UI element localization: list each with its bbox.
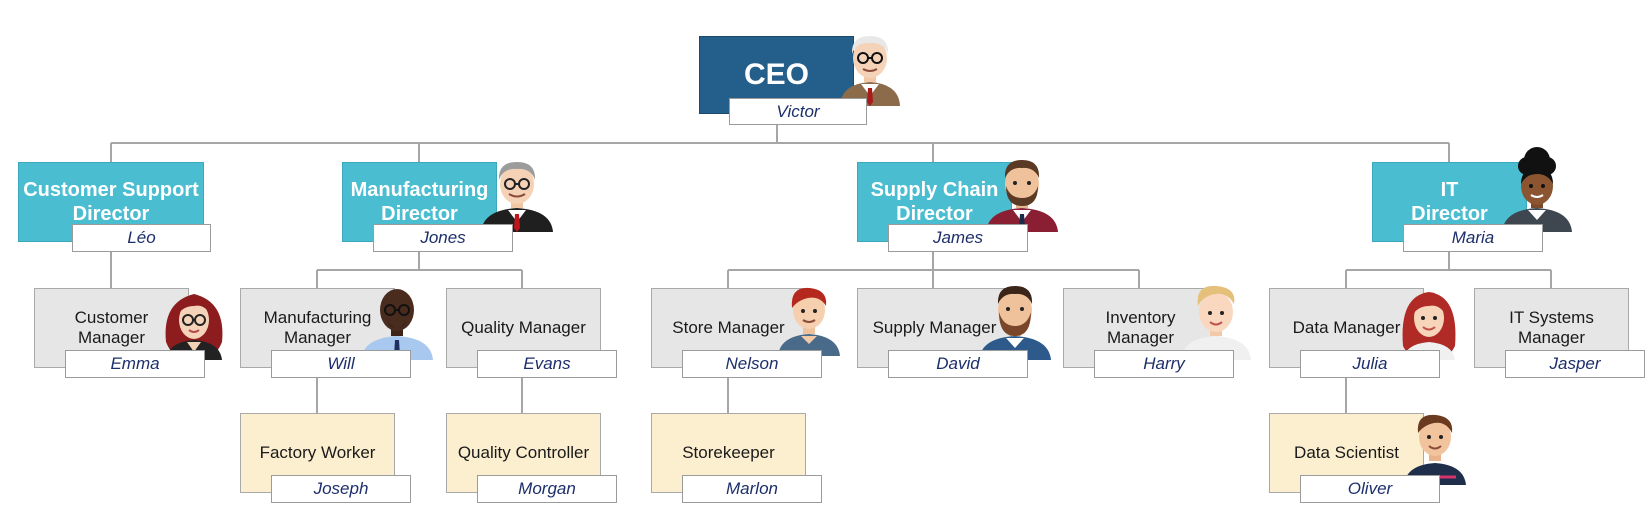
role-title: Customer Support Director — [23, 179, 199, 225]
name-box: Will — [271, 350, 411, 378]
role-title: Supply Manager — [872, 317, 997, 337]
avatar-manufacturing-manager — [361, 289, 433, 360]
name-box: Morgan — [477, 475, 617, 503]
avatar-supply-manager — [979, 286, 1051, 360]
role-title: Quality Controller — [457, 442, 590, 462]
name-box: Oliver — [1300, 475, 1440, 503]
name-box: James — [888, 224, 1028, 252]
name-box: Emma — [65, 350, 205, 378]
person-name: Marlon — [726, 479, 778, 498]
name-box: Nelson — [682, 350, 822, 378]
avatar-ceo — [840, 36, 900, 106]
role-title: Customer Manager — [74, 307, 149, 347]
role-title: Data Scientist — [1294, 442, 1399, 462]
name-box: Evans — [477, 350, 617, 378]
person-name: Jasper — [1549, 354, 1601, 373]
person-name: Julia — [1352, 354, 1388, 373]
person-name: David — [936, 354, 980, 373]
name-box: Jasper — [1505, 350, 1645, 378]
role-title: Data Manager — [1292, 317, 1401, 337]
avatar-data-scientist — [1404, 414, 1466, 485]
person-name: Oliver — [1347, 479, 1393, 498]
avatar-it-director — [1502, 147, 1572, 232]
name-box: Victor — [729, 98, 867, 125]
avatar-manufacturing-director — [481, 162, 553, 232]
role-title: Supply Chain Director — [870, 179, 999, 225]
role-title: Store Manager — [672, 317, 785, 337]
role-title: Manufacturing Manager — [263, 307, 372, 347]
avatar-supply-chain-director — [986, 160, 1058, 232]
role-title: IT Systems Manager — [1509, 307, 1594, 347]
role-title: Inventory Manager — [1105, 307, 1176, 347]
role-title: Manufacturing Director — [350, 179, 489, 225]
avatar-customer-manager — [165, 294, 223, 360]
avatar-store-manager — [778, 287, 840, 356]
role-title: IT Director — [1411, 179, 1488, 225]
role-title: Storekeeper — [682, 442, 775, 462]
role-title: Factory Worker — [259, 442, 376, 462]
name-box: David — [888, 350, 1028, 378]
avatar-data-manager — [1402, 292, 1456, 360]
name-box: Julia — [1300, 350, 1440, 378]
person-name: Evans — [523, 354, 571, 373]
person-name: Emma — [110, 354, 160, 373]
name-box: Maria — [1403, 224, 1543, 252]
role-title: Quality Manager — [461, 317, 586, 337]
role-title: CEO — [743, 58, 809, 91]
person-name: Nelson — [725, 354, 779, 373]
avatar-inventory-manager — [1181, 285, 1251, 360]
person-name: Joseph — [313, 479, 369, 498]
person-name: Jones — [420, 228, 466, 247]
person-name: Will — [327, 354, 355, 373]
name-box: Jones — [373, 224, 513, 252]
name-box: Joseph — [271, 475, 411, 503]
person-name: Victor — [776, 101, 820, 121]
name-box: Harry — [1094, 350, 1234, 378]
person-name: Maria — [1451, 228, 1495, 247]
name-box: Marlon — [682, 475, 822, 503]
name-box: Léo — [72, 224, 211, 252]
person-name: Morgan — [518, 479, 576, 498]
person-name: Léo — [127, 228, 156, 247]
person-name: James — [932, 228, 984, 247]
person-name: Harry — [1143, 354, 1185, 373]
